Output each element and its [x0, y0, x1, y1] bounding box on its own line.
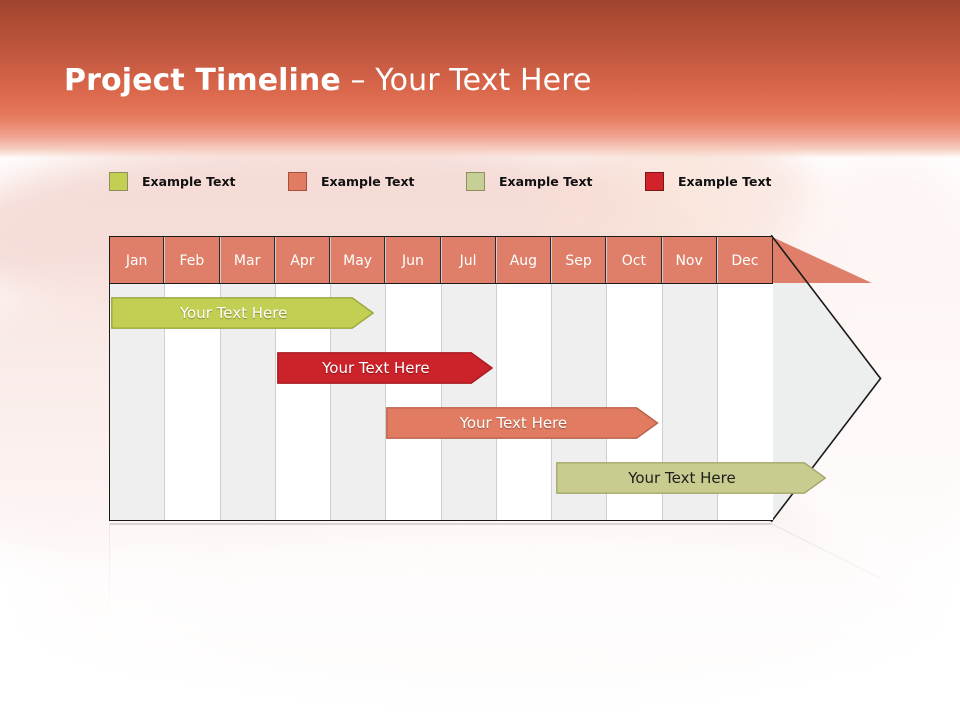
month-header-apr: Apr	[275, 237, 330, 284]
month-header-mar: Mar	[220, 237, 275, 284]
page-title: Project Timeline – Your Text Here	[64, 61, 592, 101]
task-bar-shape	[111, 297, 375, 329]
task-bar-1[interactable]: Your Text Here	[276, 352, 493, 384]
chart-reflection-edge	[109, 523, 772, 525]
month-header-nov: Nov	[662, 237, 717, 284]
legend-swatch-icon	[288, 171, 307, 191]
legend-item-3[interactable]: Example Text	[645, 168, 772, 194]
task-bar-label: Your Text Here	[322, 359, 430, 377]
task-bar-label: Your Text Here	[179, 304, 288, 322]
month-header-sep: Sep	[552, 237, 607, 284]
legend-item-label: Example Text	[142, 173, 236, 189]
task-bar-0[interactable]: Your Text Here	[111, 297, 375, 329]
chart-reflection-arrow	[770, 523, 882, 580]
task-bar-2[interactable]: Your Text Here	[386, 407, 659, 439]
task-bar-shape	[555, 462, 827, 494]
chart-reflection-mask	[109, 523, 884, 635]
month-column-mar: Mar	[220, 237, 276, 520]
month-column-feb: Feb	[165, 237, 221, 520]
chart-reflection	[109, 523, 884, 635]
chart-reflection-edge	[109, 523, 111, 635]
legend-item-2[interactable]: Example Text	[466, 168, 593, 194]
legend-swatch-icon	[466, 171, 485, 191]
month-header-may: May	[331, 237, 386, 284]
month-header-dec: Dec	[717, 237, 773, 284]
month-header-jul: Jul	[441, 237, 496, 284]
legend-item-label: Example Text	[499, 173, 593, 189]
month-column-aug: Aug	[496, 237, 552, 520]
legend-item-label: Example Text	[321, 173, 415, 189]
legend: Example Text Example Text Example Text E…	[0, 168, 960, 194]
month-header-underline	[109, 283, 772, 285]
month-header-oct: Oct	[607, 237, 662, 284]
month-header-jan: Jan	[110, 237, 165, 284]
task-bar-shape	[276, 352, 493, 384]
page-title-light: – Your Text Here	[340, 63, 592, 98]
legend-item-1[interactable]: Example Text	[288, 168, 415, 194]
legend-item-label: Example Text	[678, 173, 772, 189]
month-column-jan: Jan	[110, 237, 166, 520]
task-bar-label: Your Text Here	[459, 414, 568, 432]
month-header-feb: Feb	[165, 237, 220, 284]
legend-swatch-icon	[109, 171, 128, 191]
legend-item-0[interactable]: Example Text	[109, 168, 236, 194]
page-title-strong: Project Timeline	[64, 63, 341, 98]
legend-swatch-icon	[645, 171, 664, 191]
title-banner-fade	[0, 122, 960, 158]
title-banner	[0, 0, 960, 122]
month-header-jun: Jun	[386, 237, 441, 284]
task-bar-3[interactable]: Your Text Here	[555, 462, 827, 494]
month-header-aug: Aug	[496, 237, 551, 284]
task-bar-shape	[386, 407, 659, 439]
task-bar-label: Your Text Here	[628, 469, 736, 487]
